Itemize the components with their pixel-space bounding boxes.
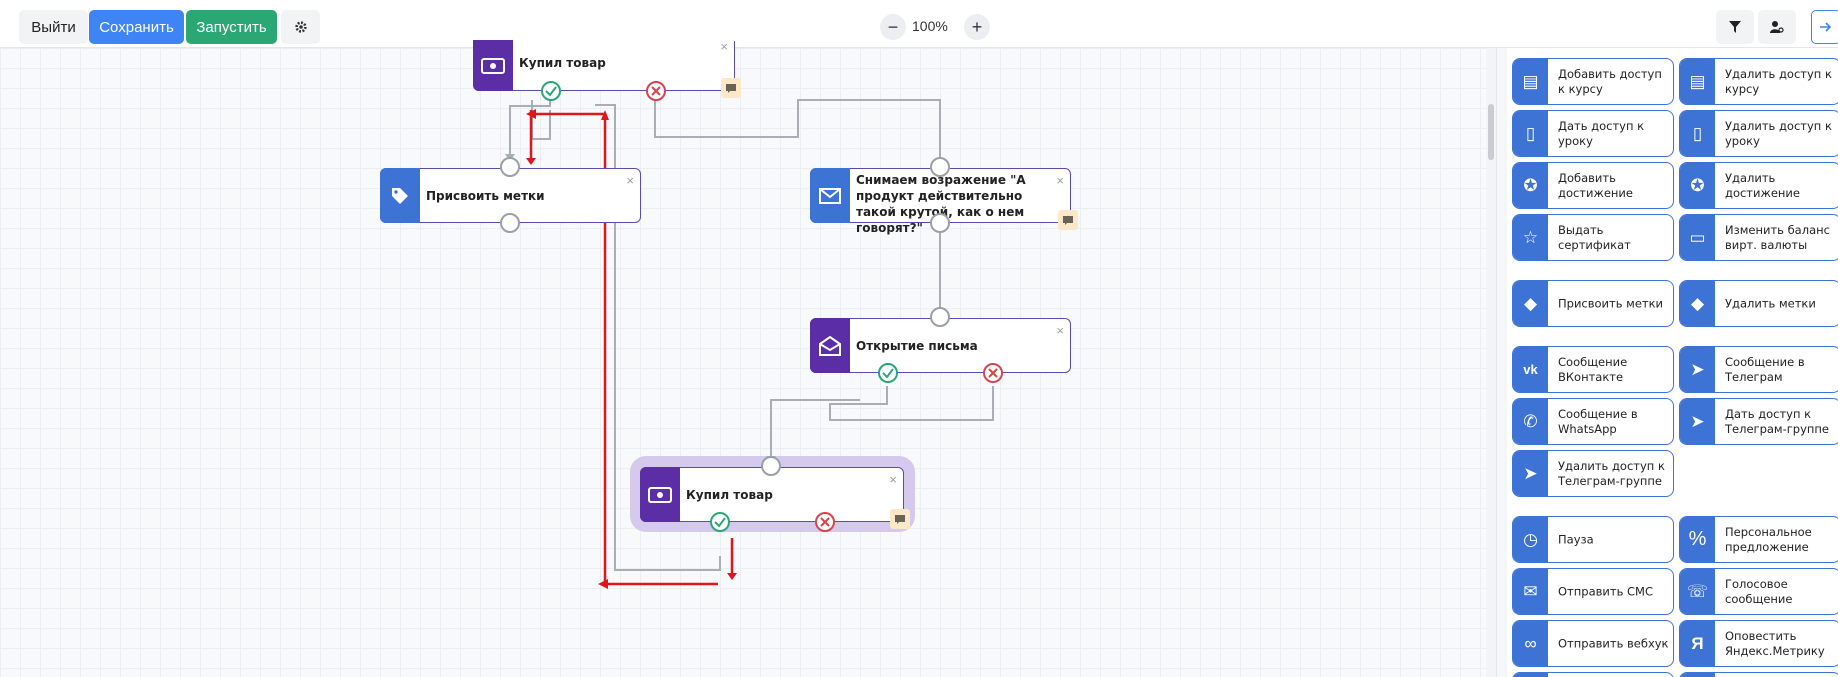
palette-add-course-access[interactable]: ▤Добавить доступ к курсу [1512,58,1674,105]
zoom-level: 100% [912,18,948,34]
success-port[interactable] [541,81,561,101]
node-label: Открытие письма [856,339,978,353]
yandex-icon: Я [1680,621,1715,666]
percent-icon: % [1680,517,1715,562]
user-search-button[interactable] [1758,10,1796,44]
palette-card-partial[interactable] [1512,672,1674,677]
star-icon: ☆ [1513,215,1548,260]
tag-icon: ◆ [1513,281,1548,326]
flow-canvas[interactable] [0,48,1496,677]
book-icon: ▤ [1680,59,1715,104]
canvas-scrollbar[interactable] [1486,48,1496,677]
close-icon[interactable]: × [1056,323,1064,338]
comment-icon[interactable] [890,509,910,529]
connections [505,99,994,589]
palette-personal-offer[interactable]: %Персональное предложение [1679,516,1838,563]
save-button[interactable]: Сохранить [89,10,184,44]
sms-icon: ✉ [1513,569,1548,614]
money-icon [640,467,680,522]
input-port[interactable] [930,157,950,177]
medal-icon: ✪ [1513,163,1548,208]
scrollbar-thumb[interactable] [1488,104,1494,160]
node-label: Купил товар [519,56,606,70]
comment-icon[interactable] [721,78,741,98]
comment-icon[interactable] [1058,210,1078,230]
zoom-out-button[interactable]: − [880,14,906,40]
palette-change-balance[interactable]: ▭Изменить баланс вирт. валюты [1679,214,1838,261]
node-bought-product-top[interactable]: Купил товар × [473,39,735,91]
input-port[interactable] [761,456,781,476]
top-toolbar: Выйти Сохранить Запустить − 100% + [0,0,1838,48]
input-port[interactable] [930,307,950,327]
palette-remove-telegram-group-access[interactable]: ➤Удалить доступ к Телеграм-группе [1512,450,1674,497]
palette-voice-message[interactable]: ☏Голосовое сообщение [1679,568,1838,615]
node-label: Присвоить метки [426,189,545,203]
telegram-icon: ➤ [1513,451,1548,496]
clock-icon: ◷ [1513,517,1548,562]
output-port[interactable] [500,213,520,233]
book-icon: ▤ [1513,59,1548,104]
phone-icon: ☏ [1680,569,1715,614]
success-port[interactable] [878,363,898,383]
zoom-in-button[interactable]: + [964,14,990,40]
palette-remove-course-access[interactable]: ▤Удалить доступ к курсу [1679,58,1838,105]
tag-icon [380,168,420,223]
close-icon[interactable]: × [720,39,728,54]
output-port[interactable] [930,213,950,233]
user-search-icon [1770,21,1784,33]
exit-button[interactable]: Выйти [19,10,88,44]
action-palette: ▤Добавить доступ к курсу ▤Удалить доступ… [1496,48,1838,677]
close-icon[interactable]: × [626,173,634,188]
node-letter-open[interactable]: Открытие письма × [810,318,1071,373]
palette-scrollbar[interactable] [1497,48,1507,677]
lesson-icon: ▯ [1513,111,1548,156]
run-button[interactable]: Запустить [186,10,277,44]
vk-icon: vk [1513,347,1548,392]
fail-port[interactable] [815,512,835,532]
settings-button[interactable] [281,10,320,44]
money-icon [473,40,513,91]
tag-icon: ◆ [1680,281,1715,326]
money-icon: ▭ [1680,215,1715,260]
palette-telegram-message[interactable]: ➤Сообщение в Телеграм [1679,346,1838,393]
node-label: Купил товар [686,488,773,502]
palette-assign-tags[interactable]: ◆Присвоить метки [1512,280,1674,327]
palette-remove-achievement[interactable]: ✪Удалить достижение [1679,162,1838,209]
palette-remove-lesson-access[interactable]: ▯Удалить доступ к уроку [1679,110,1838,157]
palette-add-achievement[interactable]: ✪Добавить достижение [1512,162,1674,209]
arrow-right-icon [1820,22,1832,32]
success-port[interactable] [710,512,730,532]
fail-port[interactable] [646,81,666,101]
palette-give-telegram-group-access[interactable]: ➤Дать доступ к Телеграм-группе [1679,398,1838,445]
input-port[interactable] [500,157,520,177]
whatsapp-icon: ✆ [1513,399,1548,444]
medal-icon: ✪ [1680,163,1715,208]
filter-icon [1729,21,1741,33]
sidebar-toggle-button[interactable] [1811,10,1838,44]
palette-send-webhook[interactable]: ∞Отправить вебхук [1512,620,1674,667]
link-icon: ∞ [1513,621,1548,666]
telegram-icon: ➤ [1680,347,1715,392]
fail-port[interactable] [983,363,1003,383]
node-label: Снимаем возражение "А продукт действител… [856,173,1026,235]
palette-send-sms[interactable]: ✉Отправить СМС [1512,568,1674,615]
palette-pause[interactable]: ◷Пауза [1512,516,1674,563]
filter-button[interactable] [1716,10,1754,44]
gear-icon [294,21,307,33]
close-icon[interactable]: × [889,472,897,487]
lesson-icon: ▯ [1680,111,1715,156]
palette-give-lesson-access[interactable]: ▯Дать доступ к уроку [1512,110,1674,157]
close-icon[interactable]: × [1056,173,1064,188]
mail-icon [810,168,850,223]
palette-whatsapp-message[interactable]: ✆Сообщение в WhatsApp [1512,398,1674,445]
palette-issue-certificate[interactable]: ☆Выдать сертификат [1512,214,1674,261]
open-envelope-icon [810,318,850,373]
node-bought-product-bottom[interactable]: Купил товар × [640,467,904,522]
telegram-icon: ➤ [1680,399,1715,444]
palette-card-partial[interactable] [1679,672,1838,677]
palette-remove-tags[interactable]: ◆Удалить метки [1679,280,1838,327]
